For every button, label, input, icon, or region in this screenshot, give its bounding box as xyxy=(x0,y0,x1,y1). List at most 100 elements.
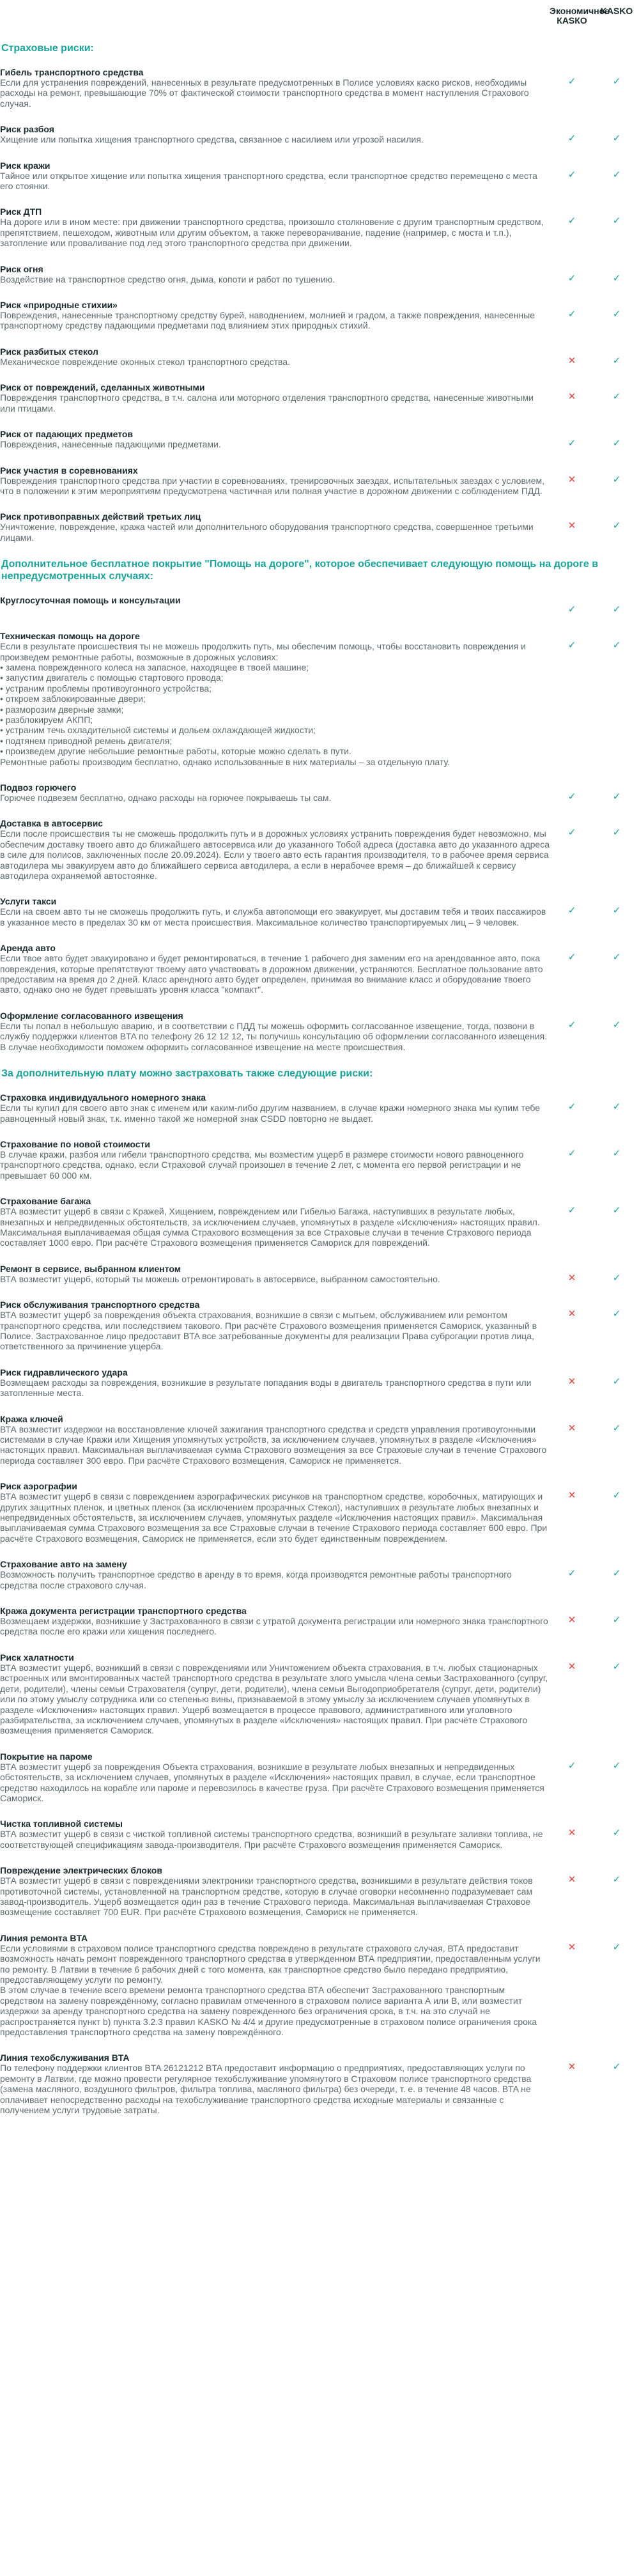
economy-coverage-cell: ✓ xyxy=(550,1092,594,1124)
risk-title: Риск ДТП xyxy=(0,206,42,217)
risk-description: Хищение или попытка хищения транспортног… xyxy=(0,134,424,145)
risk-title: Риск участия в соревнованиях xyxy=(0,465,138,476)
cross-icon: ✕ xyxy=(567,1272,576,1284)
column-header-row: Экономичное КАSКО KASKO xyxy=(0,0,639,32)
risk-title: Риск халатности xyxy=(0,1652,74,1663)
check-icon: ✓ xyxy=(612,76,621,87)
check-icon: ✓ xyxy=(612,1568,621,1579)
kasko-coverage-cell: ✓ xyxy=(594,2052,639,2115)
check-icon: ✓ xyxy=(567,827,576,839)
cross-icon: ✕ xyxy=(567,1376,576,1387)
check-icon: ✓ xyxy=(612,1308,621,1320)
cross-icon: ✕ xyxy=(567,1827,576,1839)
economy-coverage-cell: ✓ xyxy=(550,1139,594,1181)
check-icon: ✓ xyxy=(567,604,576,616)
check-icon: ✓ xyxy=(612,1827,621,1839)
risk-title: Кража документа регистрации транспортног… xyxy=(0,1606,247,1617)
kasko-coverage-cell: ✓ xyxy=(594,1652,639,1736)
economy-coverage-cell: ✕ xyxy=(550,346,594,367)
kasko-coverage-cell: ✓ xyxy=(594,1092,639,1124)
kasko-coverage-cell: ✓ xyxy=(594,465,639,497)
risk-title: Риск от повреждений, сделанных животными xyxy=(0,382,205,393)
check-icon: ✓ xyxy=(567,438,576,449)
risk-title: Ремонт в сервисе, выбранном клиентом xyxy=(0,1263,181,1274)
coverage-text: Страховка индивидуального номерного знак… xyxy=(0,1092,550,1124)
check-icon: ✓ xyxy=(567,952,576,963)
coverage-table: Страховые риски:Гибель транспортного сре… xyxy=(0,32,639,2123)
economy-coverage-cell: ✓ xyxy=(550,206,594,248)
check-icon: ✓ xyxy=(612,215,621,227)
risk-description: Повреждения транспортного средства, в т.… xyxy=(0,392,534,414)
check-icon: ✓ xyxy=(612,355,621,366)
risk-description: Если условиями в страховом полисе трансп… xyxy=(0,1943,541,2038)
economy-coverage-cell: ✓ xyxy=(550,429,594,449)
risk-title: Доставка в автосервис xyxy=(0,818,104,829)
risk-description: ВТА возместит ущерб в связи с повреждени… xyxy=(0,1875,533,1918)
check-icon: ✓ xyxy=(612,1019,621,1030)
economy-coverage-cell: ✓ xyxy=(550,818,594,881)
coverage-text: Риск противоправных действий третьих лиц… xyxy=(0,511,550,543)
risk-title: Линия техобслуживания BTA xyxy=(0,2052,130,2063)
cross-icon: ✕ xyxy=(567,1615,576,1626)
kasko-coverage-cell: ✓ xyxy=(594,1300,639,1352)
kasko-coverage-cell: ✓ xyxy=(594,896,639,927)
kasko-coverage-cell: ✓ xyxy=(594,631,639,767)
check-icon: ✓ xyxy=(612,791,621,802)
risk-title: Риск огня xyxy=(0,263,43,274)
risk-title: Риск противоправных действий третьих лиц xyxy=(0,511,201,522)
cross-icon: ✕ xyxy=(567,355,576,366)
risk-title: Подвоз горючего xyxy=(0,782,77,793)
kasko-coverage-cell: ✓ xyxy=(594,1011,639,1052)
risk-description: Возмещаем расходы за повреждения, возник… xyxy=(0,1377,532,1399)
coverage-text: Риск от повреждений, сделанных животными… xyxy=(0,382,550,414)
kasko-coverage-cell: ✓ xyxy=(594,818,639,881)
kasko-coverage-cell: ✓ xyxy=(594,300,639,331)
check-icon: ✓ xyxy=(567,169,576,180)
check-icon: ✓ xyxy=(612,640,621,651)
economy-coverage-cell: ✕ xyxy=(550,511,594,543)
kasko-coverage-cell: ✓ xyxy=(594,782,639,803)
economy-coverage-cell: ✕ xyxy=(550,1481,594,1544)
kasko-coverage-cell: ✓ xyxy=(594,67,639,109)
kasko-coverage-cell: ✓ xyxy=(594,160,639,192)
check-icon: ✓ xyxy=(567,1760,576,1771)
cross-icon: ✕ xyxy=(567,1874,576,1886)
check-icon: ✓ xyxy=(612,1874,621,1886)
header-spacer xyxy=(0,6,550,26)
check-icon: ✓ xyxy=(612,169,621,180)
kasko-coverage-cell: ✓ xyxy=(594,429,639,449)
risk-title: Кража ключей xyxy=(0,1413,63,1424)
risk-description: Если ты попал в небольшую аварию, и в со… xyxy=(0,1020,548,1052)
economy-coverage-cell: ✓ xyxy=(550,160,594,192)
check-icon: ✓ xyxy=(612,1490,621,1501)
risk-title: Аренда авто xyxy=(0,943,56,954)
risk-description: ВТА возместит ущерб в связи с Кражей, Хи… xyxy=(0,1206,540,1248)
risk-title: Круглосуточная помощь и консультации xyxy=(0,595,181,606)
risk-title: Услуги такси xyxy=(0,896,57,907)
check-icon: ✓ xyxy=(612,1760,621,1771)
cross-icon: ✕ xyxy=(567,1941,576,1953)
economy-coverage-cell: ✓ xyxy=(550,264,594,284)
